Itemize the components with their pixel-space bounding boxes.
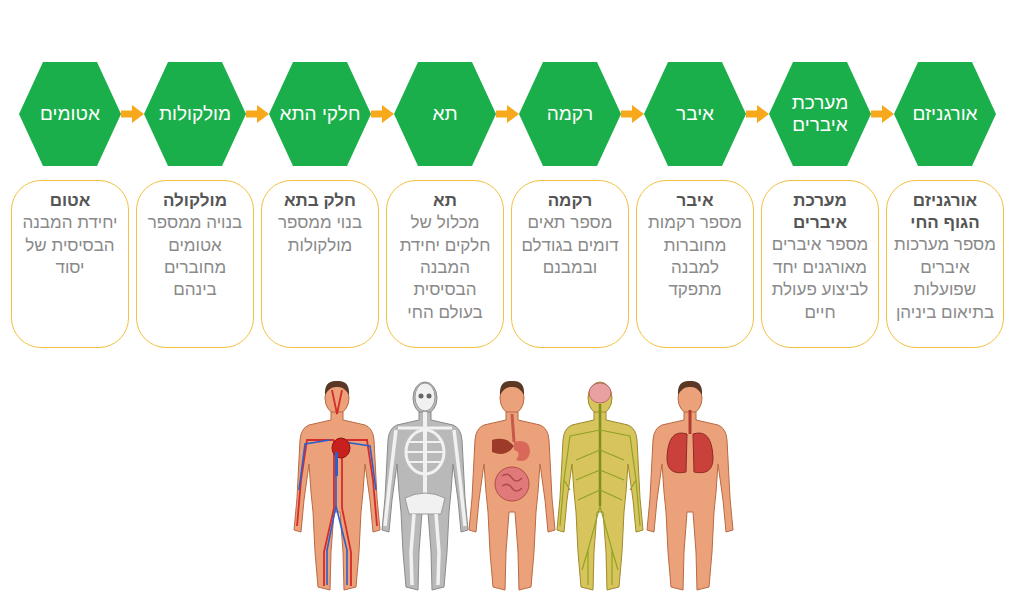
hexagon-shape <box>269 62 371 166</box>
definition-box: מערכת איבריםמספר איברים מאורגנים יחד לבי… <box>761 180 879 348</box>
body-outline <box>382 382 468 590</box>
hair <box>325 381 349 395</box>
flow-arrow <box>371 111 384 118</box>
liver <box>492 439 514 454</box>
level-label: אטומים <box>40 103 100 125</box>
vena-cava <box>335 452 338 476</box>
definition-box: רקמהמספר תאים דומים בגודלם ובמבנם <box>511 180 629 348</box>
definition-title: מערכת איברים <box>768 190 872 234</box>
definition-text: מספר תאים דומים בגודלם ובמבנם <box>518 212 622 279</box>
definition-title: חלק בתא <box>268 190 372 212</box>
level-label: תא <box>432 103 457 125</box>
definition-box: אטוםיחידת המבנה הבסיסית של יסוד <box>11 180 129 348</box>
veins <box>299 440 376 585</box>
flow-arrow <box>621 111 634 118</box>
level-label: אורגניזם <box>912 103 977 125</box>
level-label: רקמה <box>547 103 593 125</box>
flow-arrow <box>496 111 509 118</box>
intestine-coils <box>502 474 522 491</box>
level-label: מערכת איברים <box>778 92 862 136</box>
level-hexagon: רקמה <box>519 62 621 166</box>
definition-box: מולקולהבנויה ממספר אטומים מחוברים בינהם <box>136 180 254 348</box>
flow-arrow <box>871 111 884 118</box>
body-outline <box>647 382 733 590</box>
circulatory-figure <box>294 381 380 590</box>
definition-box: תאמכלול של חלקים יחידת המבנה הבסיסית בעו… <box>386 180 504 348</box>
brain <box>589 383 611 403</box>
eye-socket <box>419 394 424 399</box>
level-hexagon: תא <box>394 62 496 166</box>
body-outline <box>557 382 643 590</box>
limb-bones <box>385 430 465 585</box>
intestines <box>495 467 529 501</box>
body-outline <box>469 382 555 590</box>
esophagus <box>512 414 514 442</box>
body-outline <box>294 382 380 590</box>
definition-title: אטום <box>18 190 122 212</box>
left-lung <box>667 433 687 473</box>
definition-text: מספר איברים מאורגנים יחד לביצוע פעולת חי… <box>768 234 872 324</box>
definition-title: מולקולה <box>143 190 247 212</box>
definition-text: יחידת המבנה הבסיסית של יסוד <box>18 212 122 279</box>
definition-title: תא <box>393 190 497 212</box>
skull <box>415 383 435 411</box>
level-label: איבר <box>676 103 714 125</box>
definition-text: בנוי ממספר מולקולות <box>268 212 372 257</box>
hexagon-shape <box>19 62 121 166</box>
eye-socket <box>427 394 432 399</box>
hair <box>500 381 524 395</box>
level-hexagon: חלקי התא <box>269 62 371 166</box>
respiratory-figure <box>647 381 733 590</box>
definition-text: בנויה ממספר אטומים מחוברים בינהם <box>143 212 247 302</box>
definition-box: חלק בתאבנוי ממספר מולקולות <box>261 180 379 348</box>
definition-title: רקמה <box>518 190 622 212</box>
level-hexagon: איבר <box>644 62 746 166</box>
spine <box>423 412 427 504</box>
level-hexagon: אורגניזם <box>894 62 996 166</box>
flow-arrow <box>121 111 134 118</box>
right-lung <box>693 433 713 473</box>
heart <box>332 438 350 458</box>
level-hexagon: מולקולות <box>144 62 246 166</box>
arteries <box>297 390 377 586</box>
digestive-figure <box>469 381 555 590</box>
level-hexagon: מערכת איברים <box>769 62 871 166</box>
flow-arrow <box>246 111 259 118</box>
definition-box: אורגניזם הגוף החימספר מערכות איברים שפוע… <box>886 180 1004 348</box>
hexagon-shape <box>394 62 496 166</box>
trachea <box>689 410 692 434</box>
definition-title: איבר <box>643 190 747 212</box>
definition-text: מספר רקמות מחוברות למבנה מתפקד <box>643 212 747 302</box>
nerves <box>560 430 640 585</box>
level-label: חלקי התא <box>280 103 361 125</box>
level-hexagon: אטומים <box>19 62 121 166</box>
hexagon-shape <box>144 62 246 166</box>
definition-text: מכלול של חלקים יחידת המבנה הבסיסית בעולם… <box>393 212 497 324</box>
definition-box: איברמספר רקמות מחוברות למבנה מתפקד <box>636 180 754 348</box>
hexagon-shape <box>644 62 746 166</box>
nervous-figure <box>557 382 643 590</box>
hexagon-shape <box>769 62 871 166</box>
pelvis <box>405 493 445 514</box>
hexagon-shape <box>894 62 996 166</box>
stomach <box>514 441 530 461</box>
level-label: מולקולות <box>159 103 231 125</box>
skeletal-figure <box>382 382 468 590</box>
hair <box>678 381 702 395</box>
definition-title: אורגניזם הגוף החי <box>893 190 997 234</box>
definition-text: מספר מערכות איברים שפועלות בתיאום ביניהן <box>893 234 997 324</box>
hexagon-shape <box>519 62 621 166</box>
flow-arrow <box>746 111 759 118</box>
